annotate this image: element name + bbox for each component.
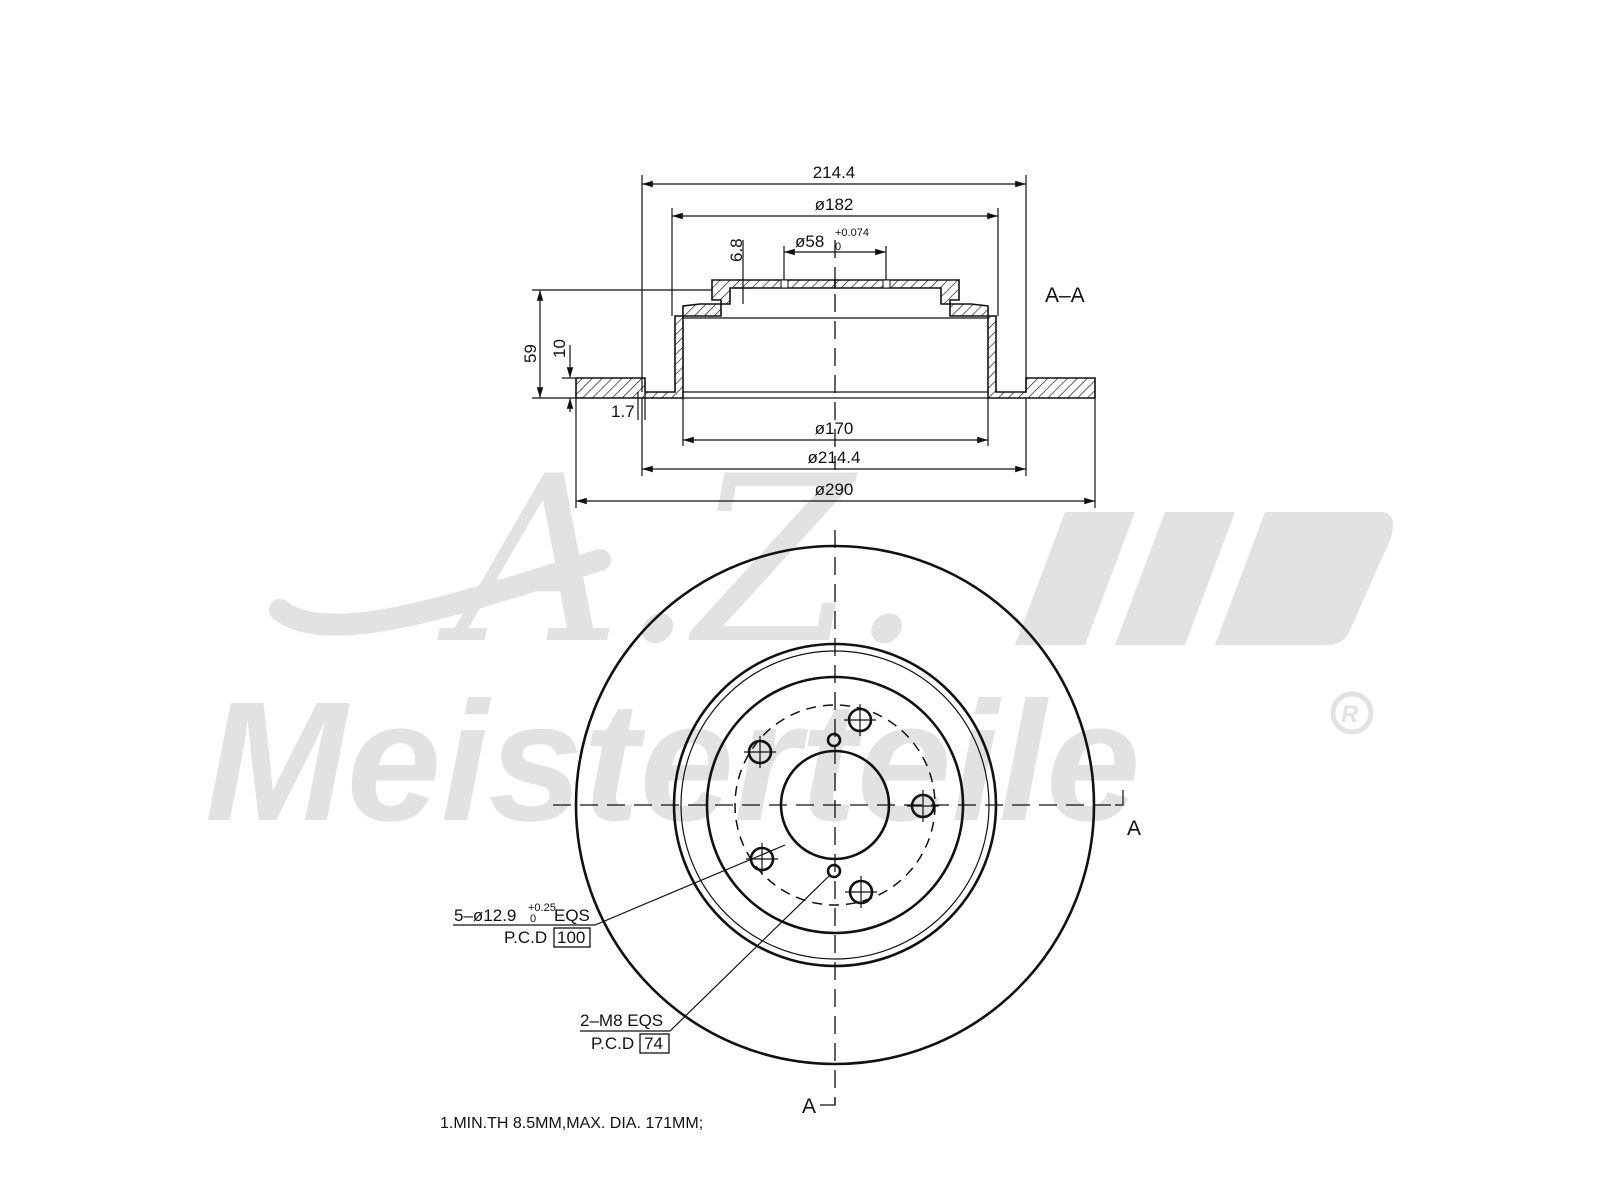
watermark-brand: Meisterteile <box>205 667 1140 857</box>
bolt-holes-pcd-label: P.C.D <box>504 928 547 947</box>
watermark-swoosh <box>269 549 611 636</box>
threaded-holes <box>826 732 842 879</box>
bolt-holes <box>744 704 939 908</box>
bore-left-edge <box>780 279 789 289</box>
bolt-hole <box>845 876 877 908</box>
dim-bore: ø58 <box>795 232 824 251</box>
bolt-hole <box>744 736 776 768</box>
watermark: A.Z. Meisterteile R <box>205 428 1393 857</box>
note-text: 1.MIN.TH 8.5MM,MAX. DIA. 171MM; <box>440 1115 703 1132</box>
dim-disc-thickness: 10 <box>550 339 569 358</box>
cut-label-right: A <box>1127 817 1141 840</box>
dim-groove: 1.7 <box>611 402 635 421</box>
section-left-half <box>575 279 836 399</box>
bolt-hole <box>907 790 939 822</box>
threaded-holes-pcd-label: P.C.D <box>591 1034 634 1053</box>
threaded-holes-pcd-box <box>639 1033 670 1054</box>
threaded-hole <box>826 863 842 879</box>
leader-threaded-holes <box>580 875 830 1032</box>
registered-mark: R <box>1341 701 1359 728</box>
bore-right-edge <box>882 279 891 289</box>
bolt-holes-spec: 5–ø12.9 <box>454 906 516 925</box>
threaded-holes-spec: 2–M8 EQS <box>580 1011 663 1030</box>
leader-bolt-holes <box>453 844 786 926</box>
bolt-holes-tol-upper: +0.25 <box>528 902 556 914</box>
section-label: A–A <box>1045 284 1085 307</box>
bolt-hole <box>844 704 876 736</box>
dim-inner-dia: ø170 <box>815 419 854 438</box>
dim-outer-dia: ø290 <box>815 480 854 499</box>
dim-hat-dia: ø214.4 <box>808 448 861 467</box>
cut-mark-right <box>1115 790 1124 806</box>
dim-hat-step: 6.8 <box>727 238 746 262</box>
threaded-hole <box>826 732 842 748</box>
watermark-monogram: A.Z. <box>437 428 923 695</box>
threaded-holes-pcd-value: 74 <box>644 1034 663 1053</box>
cut-mark-bottom <box>820 1098 836 1106</box>
dim-hub-dia: ø182 <box>815 195 854 214</box>
bolt-holes-pcd-box <box>553 927 591 948</box>
dim-bore-tol-lower: 0 <box>835 241 841 253</box>
watermark-stripes <box>1015 512 1393 645</box>
dim-height: 59 <box>521 344 540 363</box>
cut-label-bottom: A <box>802 1095 816 1118</box>
registered-mark-circle <box>1330 691 1374 735</box>
bolt-holes-eqs: EQS <box>554 906 590 925</box>
dim-bore-tol-upper: +0.074 <box>835 227 869 239</box>
bolt-holes-pcd-value: 100 <box>557 928 585 947</box>
bolt-holes-tol-lower: 0 <box>530 913 536 925</box>
front-view: A A 5–ø12.9 +0.25 0 EQS P.C.D 100 2–M8 E… <box>453 530 1141 1118</box>
section-view: 214.4 ø182 ø58 +0.074 0 6.8 59 10 1.7 <box>521 163 1096 508</box>
dim-overall-width: 214.4 <box>813 163 856 182</box>
section-right-half <box>834 279 1096 399</box>
